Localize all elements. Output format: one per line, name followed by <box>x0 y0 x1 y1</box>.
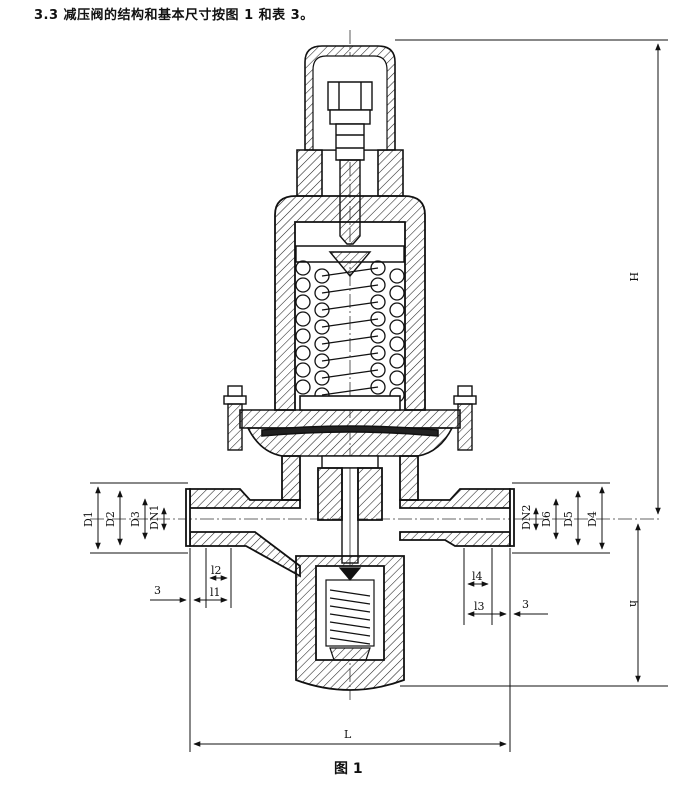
label-h: h <box>627 600 640 607</box>
diaphragm <box>261 425 439 437</box>
label-D4: D4 <box>586 511 599 527</box>
label-l4: l4 <box>472 570 483 583</box>
spring-wires <box>321 267 379 396</box>
dims-left-lengths <box>150 548 232 608</box>
label-DN2: DN2 <box>520 505 533 530</box>
label-3-right: 3 <box>522 598 529 611</box>
label-H: H <box>627 272 640 282</box>
valve-stem <box>321 455 379 564</box>
label-DN1: DN1 <box>148 505 161 530</box>
dims-right-diameters <box>512 482 610 554</box>
bolt-right <box>453 385 477 451</box>
section-heading: 3.3 减压阀的结构和基本尺寸按图 1 和表 3。 <box>34 8 314 23</box>
bolt-left <box>223 385 247 451</box>
figure-caption: 图 1 <box>334 761 363 777</box>
main-spring <box>295 260 405 403</box>
label-3-left: 3 <box>154 584 161 597</box>
label-D6: D6 <box>540 511 553 527</box>
label-D2: D2 <box>104 511 117 527</box>
label-l2: l2 <box>211 564 222 577</box>
upper-spring-seat <box>295 245 405 278</box>
bonnet-neck <box>296 149 404 197</box>
dim-L <box>189 548 511 752</box>
label-D5: D5 <box>562 511 575 527</box>
spring-housing <box>274 195 426 411</box>
dims-left-diameters <box>90 482 188 554</box>
label-D3: D3 <box>129 511 142 527</box>
adjusting-screw <box>327 81 373 245</box>
lower-spring <box>325 567 375 661</box>
label-L: L <box>344 728 352 741</box>
label-D1: D1 <box>82 511 95 527</box>
dim-H <box>395 39 668 687</box>
label-l3: l3 <box>474 600 485 613</box>
spring-coils-right <box>370 260 405 403</box>
dims-right-lengths <box>463 548 548 625</box>
spring-coils-left <box>295 260 330 403</box>
bonnet-flange <box>239 395 461 457</box>
label-l1: l1 <box>210 586 221 599</box>
